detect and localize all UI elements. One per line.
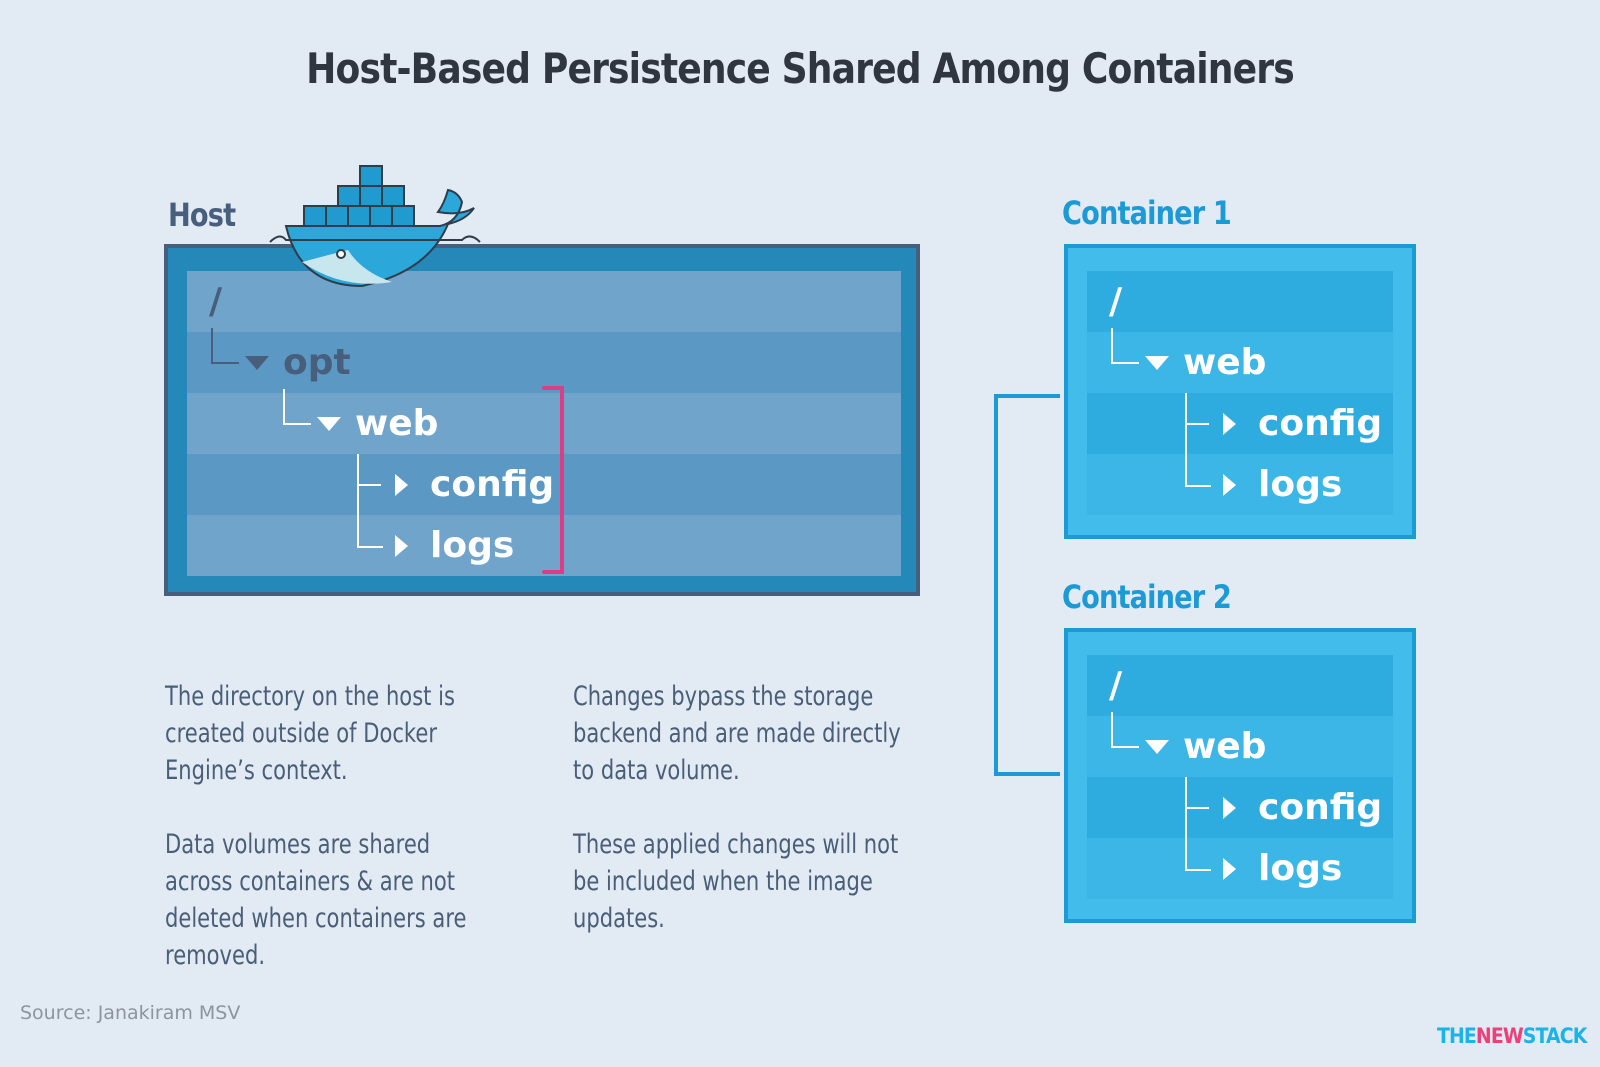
node-label: web (1183, 726, 1267, 767)
node-label: / (209, 281, 223, 322)
collapsed-caret-icon[interactable] (395, 473, 408, 496)
tree-node-logs[interactable]: logs (1223, 838, 1342, 899)
expanded-caret-icon[interactable] (317, 416, 341, 431)
tree-node-web[interactable]: web (1145, 332, 1266, 393)
tree-connector (1185, 838, 1211, 871)
container-1-box: / web config logs (1064, 244, 1416, 539)
node-label: logs (430, 525, 515, 566)
tree-connector (211, 328, 239, 364)
node-label: / (1109, 665, 1123, 706)
collapsed-caret-icon[interactable] (1223, 796, 1236, 819)
container-2-file-tree: / web config logs (1087, 655, 1393, 899)
tree-connector (357, 484, 381, 486)
tree-connector (1111, 712, 1139, 748)
tree-row: logs (1087, 838, 1393, 899)
node-label: logs (1258, 848, 1343, 889)
collapsed-caret-icon[interactable] (1223, 857, 1236, 880)
container-2-box: / web config logs (1064, 628, 1416, 923)
container-2-label: Container 2 (1062, 578, 1232, 616)
logo-part: NEW (1475, 1024, 1524, 1048)
tree-node-root: / (209, 271, 222, 332)
node-label: config (430, 464, 555, 505)
tree-node-config[interactable]: config (395, 454, 554, 515)
collapsed-caret-icon[interactable] (1223, 473, 1236, 496)
tree-node-root: / (1109, 271, 1122, 332)
tree-row: logs (1087, 454, 1393, 515)
expanded-caret-icon[interactable] (1145, 355, 1169, 370)
description-shared-volumes: Data volumes are shared across container… (165, 829, 467, 971)
node-label: config (1258, 787, 1383, 828)
node-label: web (355, 403, 439, 444)
description-bypass-storage: Changes bypass the storage backend and a… (573, 681, 901, 786)
diagram-title: Host-Based Persistence Shared Among Cont… (306, 44, 1295, 93)
container-1-label: Container 1 (1062, 194, 1232, 232)
container-branch-line (994, 394, 1060, 776)
docker-whale-logo-icon (269, 165, 481, 288)
tree-connector (357, 515, 383, 548)
node-label: / (1109, 281, 1123, 322)
tree-row: config (187, 454, 901, 515)
node-label: logs (1258, 464, 1343, 505)
tree-node-web[interactable]: web (1145, 716, 1266, 777)
tree-connector (1185, 423, 1209, 425)
expanded-caret-icon[interactable] (1145, 739, 1169, 754)
tree-node-opt[interactable]: opt (245, 332, 351, 393)
the-new-stack-logo: THENEWSTACK (1437, 1024, 1588, 1048)
expanded-caret-icon[interactable] (245, 355, 269, 370)
tree-connector (283, 389, 311, 425)
tree-row: web (187, 389, 901, 454)
tree-node-logs[interactable]: logs (1223, 454, 1342, 515)
tree-connector (1111, 328, 1139, 364)
tree-row: config (1087, 393, 1393, 454)
shared-volume-connector (542, 386, 1060, 776)
source-credit: Source: Janakiram MSV (20, 1002, 241, 1024)
collapsed-caret-icon[interactable] (395, 534, 408, 557)
node-label: web (1183, 342, 1267, 383)
logo-part: THE (1437, 1024, 1477, 1048)
description-host-directory: The directory on the host is created out… (165, 681, 455, 786)
tree-row: config (1087, 777, 1393, 838)
collapsed-caret-icon[interactable] (1223, 412, 1236, 435)
tree-row: web (1087, 712, 1393, 777)
description-image-updates: These applied changes will not be includ… (573, 829, 899, 934)
tree-row: opt (187, 328, 901, 393)
tree-node-web[interactable]: web (317, 393, 438, 454)
tree-node-logs[interactable]: logs (395, 515, 514, 576)
tree-row: web (1087, 328, 1393, 393)
tree-row: logs (187, 515, 901, 576)
volume-bracket (542, 386, 564, 574)
tree-row: / (187, 271, 901, 332)
host-file-tree: / opt web config logs (187, 271, 901, 576)
tree-row: / (1087, 271, 1393, 332)
host-box: / opt web config logs (164, 244, 920, 596)
tree-row: / (1087, 655, 1393, 716)
logo-part: STACK (1522, 1024, 1588, 1048)
tree-node-config[interactable]: config (1223, 777, 1382, 838)
tree-node-root: / (1109, 655, 1122, 716)
tree-connector (1185, 807, 1209, 809)
tree-node-config[interactable]: config (1223, 393, 1382, 454)
tree-connector (1185, 454, 1211, 487)
node-label: config (1258, 403, 1383, 444)
host-label: Host (168, 196, 236, 234)
container-1-file-tree: / web config logs (1087, 271, 1393, 515)
node-label: opt (283, 342, 351, 383)
